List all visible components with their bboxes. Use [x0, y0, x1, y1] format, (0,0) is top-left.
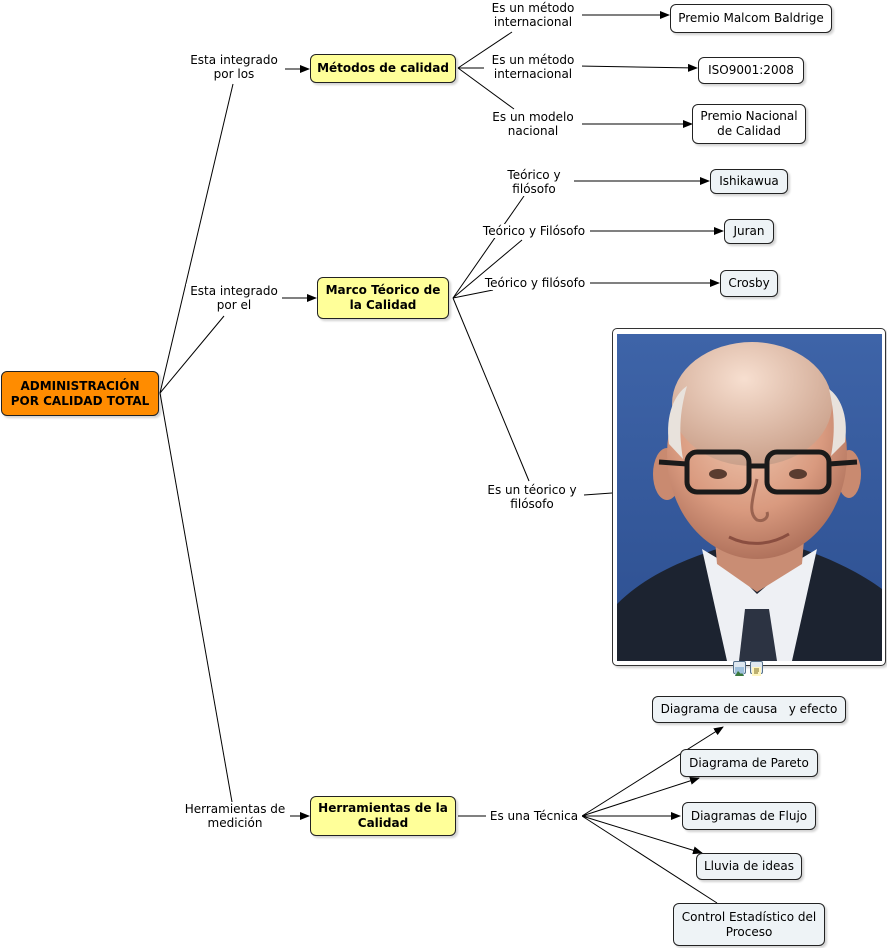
link-marco-teorico2: [452, 239, 523, 299]
link-label-herramientas-medicion[interactable]: Herramientas de medición: [180, 802, 290, 830]
link-label-modelo-nacional[interactable]: Es un modelo nacional: [484, 110, 582, 138]
marco-teorico-node[interactable]: Marco Téorico de la Calidad: [317, 277, 449, 319]
premio-baldrige-node[interactable]: Premio Malcom Baldrige: [670, 4, 832, 33]
root-concept-node[interactable]: ADMINISTRACIÓN POR CALIDAD TOTAL: [1, 371, 159, 416]
lluvia-ideas-node[interactable]: Lluvia de ideas: [696, 853, 802, 880]
portrait-photo[interactable]: [617, 334, 882, 661]
link-label-teorico-4[interactable]: Es un téorico y filósofo: [482, 483, 582, 511]
link-label-metodo-internacional-1[interactable]: Es un método internacional: [484, 1, 582, 29]
link-metodos-label1: [457, 31, 513, 69]
link-label-teorico-1[interactable]: Teórico y filósofo: [494, 168, 574, 196]
ishikawa-node[interactable]: Ishikawua: [710, 169, 788, 194]
link-label-tecnica[interactable]: Es una Técnica: [486, 809, 582, 823]
premio-nacional-node[interactable]: Premio Nacional de Calidad: [692, 104, 806, 144]
diagrama-pareto-node[interactable]: Diagrama de Pareto: [680, 749, 818, 777]
link-root-herramientas: [159, 392, 233, 803]
image-icon[interactable]: [733, 661, 746, 676]
link-tecnica-lluvia: [581, 815, 703, 855]
crosby-node[interactable]: Crosby: [720, 270, 778, 297]
link-label2-iso: [577, 63, 698, 72]
link-label-teorico-3[interactable]: Teórico y filósofo: [480, 276, 590, 290]
link-tecnica-pareto: [581, 776, 700, 817]
link-marco-teorico4: [452, 297, 530, 482]
diagrama-causa-efecto-node[interactable]: Diagrama de causa y efecto: [652, 696, 846, 723]
link-tecnica-causa: [581, 726, 724, 817]
link-marco-teorico1: [452, 195, 525, 299]
link-marco-teorico3: [452, 289, 494, 299]
link-root-marco: [159, 315, 225, 394]
link-label-metodo-internacional-2[interactable]: Es un método internacional: [484, 53, 582, 81]
note-icon[interactable]: [750, 661, 763, 676]
link-teorico4-photo: [583, 492, 613, 496]
link-label-teorico-2[interactable]: Teórico y Filósofo: [478, 224, 590, 238]
diagramas-flujo-node[interactable]: Diagramas de Flujo: [682, 802, 816, 830]
control-estadistico-node[interactable]: Control Estadístico del Proceso: [673, 903, 825, 946]
herramientas-calidad-node[interactable]: Herramientas de la Calidad: [310, 796, 456, 836]
link-tecnica-control: [581, 815, 718, 904]
link-root-metodos: [159, 83, 234, 394]
iso9001-node[interactable]: ISO9001:2008: [698, 57, 804, 84]
portrait-photo-frame[interactable]: [612, 328, 886, 666]
metodos-calidad-node[interactable]: Métodos de calidad: [310, 54, 456, 83]
link-metodos-label3: [457, 67, 515, 110]
link-label-integrado-los[interactable]: Esta integrado por los: [186, 53, 282, 81]
juran-node[interactable]: Juran: [724, 219, 774, 244]
link-label-integrado-el[interactable]: Esta integrado por el: [186, 284, 282, 312]
